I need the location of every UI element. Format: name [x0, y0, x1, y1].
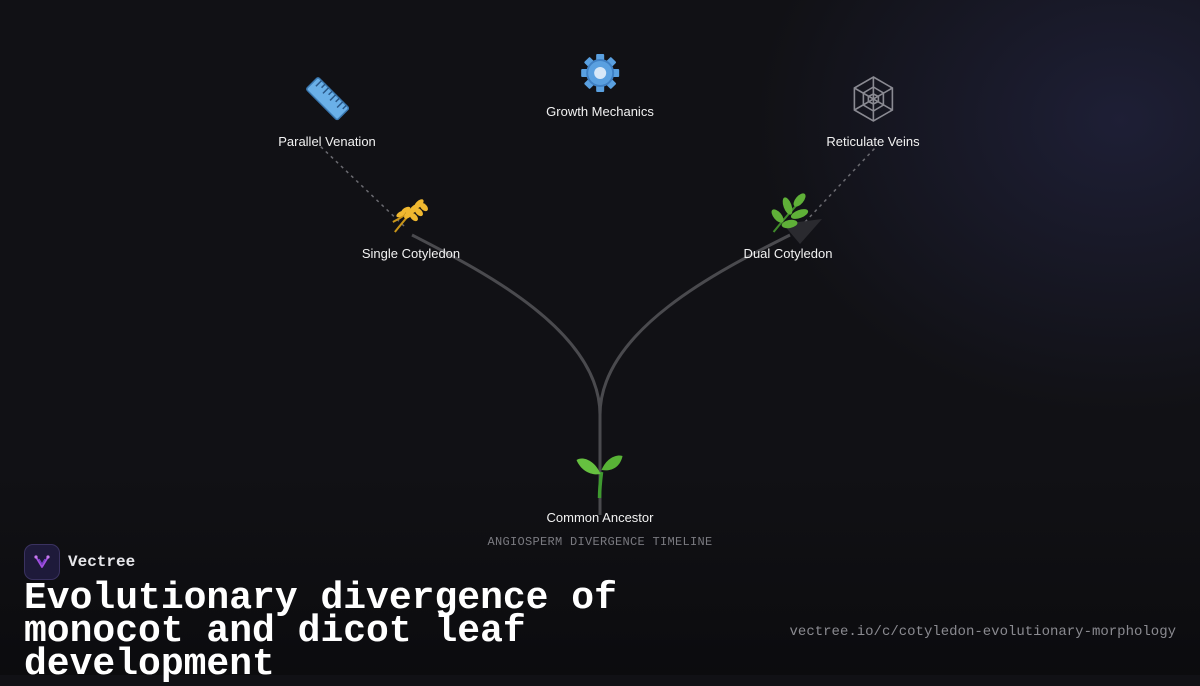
- node-dual-cotyledon: Dual Cotyledon: [743, 192, 833, 261]
- node-label: Common Ancestor: [546, 510, 654, 525]
- page-title: Evolutionary divergence of monocot and d…: [24, 577, 617, 686]
- node-label: Growth Mechanics: [546, 104, 654, 119]
- node-label: Dual Cotyledon: [743, 246, 833, 261]
- herb-icon: [744, 192, 833, 240]
- branch-ancestor-to-dual-cotyledon: [598, 233, 791, 416]
- node-single-cotyledon: Single Cotyledon: [362, 192, 460, 261]
- brand: Vectree: [24, 544, 135, 580]
- source-url: vectree.io/c/cotyledon-evolutionary-morp…: [789, 624, 1176, 640]
- node-reticulate-veins: Reticulate Veins: [826, 74, 920, 149]
- vectree-logo-icon: [24, 544, 60, 580]
- timeline-label: ANGIOSPERM DIVERGENCE TIMELINE: [487, 535, 713, 549]
- node-label: Single Cotyledon: [361, 246, 461, 261]
- node-parallel-venation: Parallel Venation: [278, 74, 376, 149]
- link-single-cotyledon-to-parallel-venation: [319, 145, 405, 227]
- seedling-icon: [547, 452, 654, 504]
- wheat-icon: [362, 192, 460, 240]
- web-icon: [826, 74, 919, 128]
- brand-name: Vectree: [68, 553, 136, 571]
- link-dual-cotyledon-to-reticulate-veins: [804, 147, 876, 223]
- node-label: Parallel Venation: [278, 134, 376, 149]
- node-label: Reticulate Veins: [826, 134, 920, 149]
- node-common-ancestor: Common Ancestor: [546, 452, 654, 525]
- node-growth-mechanics: Growth Mechanics: [546, 52, 654, 119]
- ruler-icon: [278, 74, 376, 128]
- branch-ancestor-to-single-cotyledon: [411, 233, 602, 515]
- gear-icon: [546, 52, 654, 98]
